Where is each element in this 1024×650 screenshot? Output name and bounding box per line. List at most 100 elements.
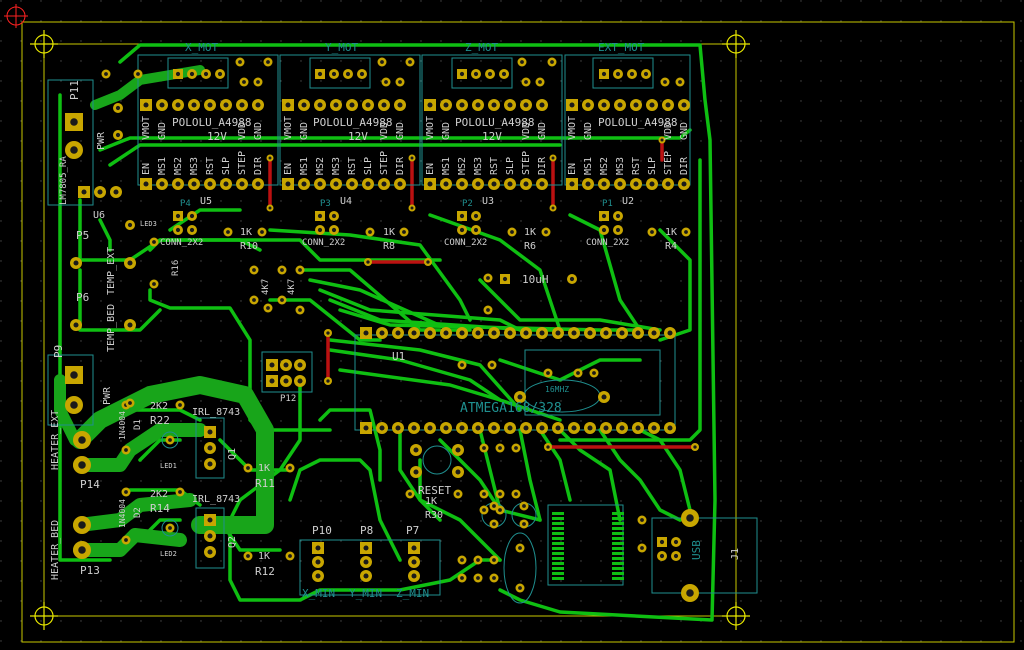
pad-drill [460,363,464,367]
label-r14: R14 [150,502,170,515]
driver-pin-label: SLP [647,157,658,175]
pad-drill [460,558,464,562]
pad-drill [601,394,607,400]
label-1k-r10: 1K [240,227,252,238]
driver-pin-label: RST [347,157,358,175]
pad-drill [238,60,242,64]
pad-drill [379,425,385,431]
smd-pad [612,512,624,515]
pad-drill [413,447,419,453]
driver-pin-label: DIR [537,156,548,175]
pad-drill [660,138,664,142]
label-lm7805: LM7805_RA [59,156,69,205]
pad-drill [427,181,433,187]
pad-drill [408,60,412,64]
pad-drill [280,298,284,302]
crystal-oval-icon [503,532,537,604]
reset-button-outline [422,445,452,475]
pad-drill [317,213,323,219]
pad-drill [426,260,430,264]
pad-drill [115,132,121,138]
pad-drill [78,461,86,469]
pad-drill [615,71,621,77]
pad-drill [297,362,303,368]
pad-drill [492,576,496,580]
pad-drill [659,553,665,559]
pad-drill [397,181,403,187]
driver-pin-label: MS3 [473,157,484,175]
pad-drill [459,102,465,108]
pad-drill [569,102,575,108]
pad-drill [603,330,609,336]
driver-pin-label: EN [283,163,294,175]
pad-drill [643,71,649,77]
pad-drill [659,539,665,545]
pad-drill [70,146,78,154]
pad-drill [482,446,486,450]
pad-drill [569,181,575,187]
driver-pin-label: GND [157,122,168,140]
label-p10: P10 [312,524,332,537]
pad-drill [266,60,270,64]
pad-drill [633,181,639,187]
pad-drill [507,425,513,431]
pad-drill [301,181,307,187]
pad-drill [673,553,679,559]
pad-drill [136,72,140,76]
driver-pin-label: GND [537,122,548,140]
driver-pin-label: RST [631,157,642,175]
p12-outline [261,351,313,393]
label-r6: R6 [524,241,536,252]
pad-drill [576,371,580,375]
pad-drill [207,517,213,523]
pad-drill [128,401,132,405]
driver-pin-label: GND [253,122,264,140]
pad-drill [523,181,529,187]
pad-drill [168,438,172,442]
pad-drill [601,102,607,108]
pad-drill [651,330,657,336]
pad-drill [539,181,545,187]
origin-cursor-icon [4,4,28,28]
label-d1: D1 [133,419,143,430]
smd-pad [612,527,624,530]
label-p1: P1 [602,199,613,209]
pad-drill [427,330,433,336]
label-z-mot: Z_MOT [465,41,498,54]
pad-drill [539,330,545,336]
pad-drill [203,71,209,77]
smd-pad [612,547,624,550]
smd-pad [552,522,564,525]
pad-drill [331,213,337,219]
label-p2: P2 [462,199,473,209]
label-d2: D2 [133,507,143,518]
label-r16: R16 [171,260,181,276]
pad-drill [686,589,694,597]
pad-drill [615,213,621,219]
pad-drill [78,521,86,529]
pad-drill [524,80,528,84]
driver-pin-label: VDD [237,122,248,140]
endstop-outline [299,539,441,596]
label-x-min: X_MIN [302,587,335,600]
pad-drill [501,71,507,77]
pad-drill [315,573,321,579]
smd-pad [552,527,564,530]
label-j1: J1 [730,548,741,560]
driver-pin-label: DIR [395,156,406,175]
pad-drill [587,330,593,336]
pad-drill [686,514,694,522]
smd-pad [552,512,564,515]
pad-drill [168,526,172,530]
pad-drill [207,461,213,467]
label-p5: P5 [76,229,89,242]
pad-drill [498,492,502,496]
pad-drill [629,71,635,77]
label-ext-mot: EXT_MOT [598,41,645,54]
pad-drill [359,71,365,77]
pad-drill [681,181,687,187]
pad-drill [397,102,403,108]
pad-drill [104,72,108,76]
smd-pad [612,552,624,555]
